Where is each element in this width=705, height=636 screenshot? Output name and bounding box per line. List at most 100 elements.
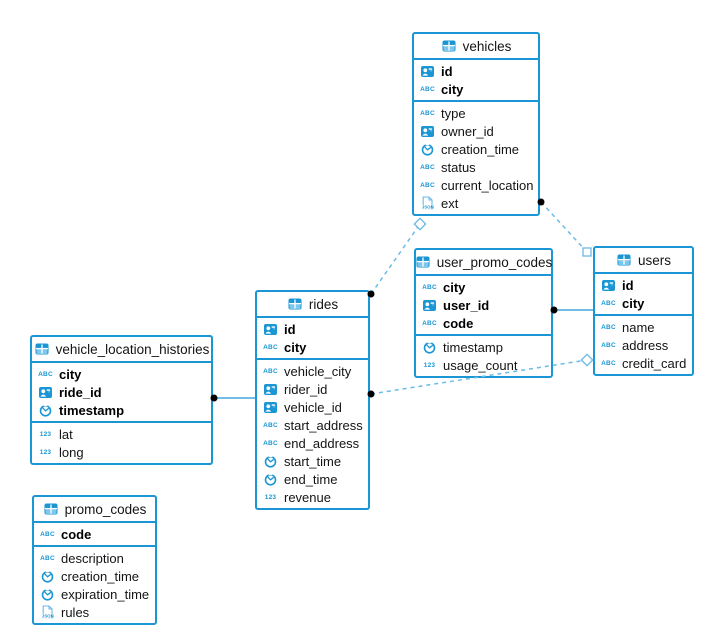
abc-icon: ABC [40,554,55,562]
column-row[interactable]: ABC name [595,318,692,336]
table-header[interactable]: rides [257,292,368,318]
column-name: ext [441,195,459,211]
column-name: vehicle_city [284,363,352,379]
column-row[interactable]: 123 usage_count [416,356,551,374]
id-icon [419,125,436,137]
table-header[interactable]: promo_codes [34,497,155,523]
clock-icon [419,142,436,156]
column-name: current_location [441,177,534,193]
num-icon: 123 [264,493,277,501]
column-name: rider_id [284,381,328,397]
column-row[interactable]: id [414,62,538,80]
column-name: end_address [284,435,360,451]
abc-icon: ABC [40,530,55,538]
column-row[interactable]: owner_id [414,122,538,140]
column-row[interactable]: JSON ext [414,194,538,212]
abc-icon: ABC [422,319,437,327]
column-name: start_address [284,417,363,433]
table-icon [43,503,60,515]
table-name: users [637,252,671,268]
table-name: vehicles [462,38,512,54]
cardinality-square [582,247,592,257]
column-row[interactable]: rider_id [257,380,368,398]
json-icon: JSON [419,196,436,210]
column-row[interactable]: ABC code [416,314,551,332]
column-row[interactable]: end_time [257,470,368,488]
clock-icon [39,587,56,601]
column-name: owner_id [441,123,494,139]
column-row[interactable]: user_id [416,296,551,314]
relationship-rides-vehicles[interactable] [370,223,421,295]
abc-icon: ABC [422,283,437,291]
table-header[interactable]: users [595,248,692,274]
column-row[interactable]: expiration_time [34,585,155,603]
column-name: expiration_time [61,586,150,602]
num-icon: 123 [423,361,436,369]
column-row[interactable]: creation_time [34,567,155,585]
table-header[interactable]: vehicle_location_histories [32,337,211,363]
column-name: id [284,321,296,337]
abc-icon: ABC [601,323,616,331]
svg-text:JSON: JSON [422,205,434,210]
column-name: timestamp [443,339,503,355]
column-row[interactable]: id [595,276,692,294]
clock-icon [421,340,438,354]
abc-icon: ABC [420,163,435,171]
column-row[interactable]: vehicle_id [257,398,368,416]
column-row[interactable]: creation_time [414,140,538,158]
table-header[interactable]: vehicles [414,34,538,60]
column-row[interactable]: ABC current_location [414,176,538,194]
column-name: city [59,366,82,382]
column-row[interactable]: ride_id [32,383,211,401]
id-icon [262,401,279,413]
column-name: credit_card [622,355,687,371]
column-name: usage_count [443,357,518,373]
abc-icon: ABC [263,421,278,429]
abc-icon: ABC [601,341,616,349]
column-row[interactable]: id [257,320,368,338]
column-name: user_id [443,297,490,313]
column-row[interactable]: timestamp [32,401,211,419]
column-name: long [59,444,84,460]
json-icon: JSON [39,605,56,619]
relationship-vehicles-users[interactable] [540,201,588,253]
id-icon [421,299,438,311]
abc-icon: ABC [420,181,435,189]
column-name: name [622,319,655,335]
column-name: code [443,315,474,331]
column-row[interactable]: start_time [257,452,368,470]
clock-icon [39,569,56,583]
column-row[interactable]: timestamp [416,338,551,356]
column-row[interactable]: ABC start_address [257,416,368,434]
table-header[interactable]: user_promo_codes [416,250,552,276]
